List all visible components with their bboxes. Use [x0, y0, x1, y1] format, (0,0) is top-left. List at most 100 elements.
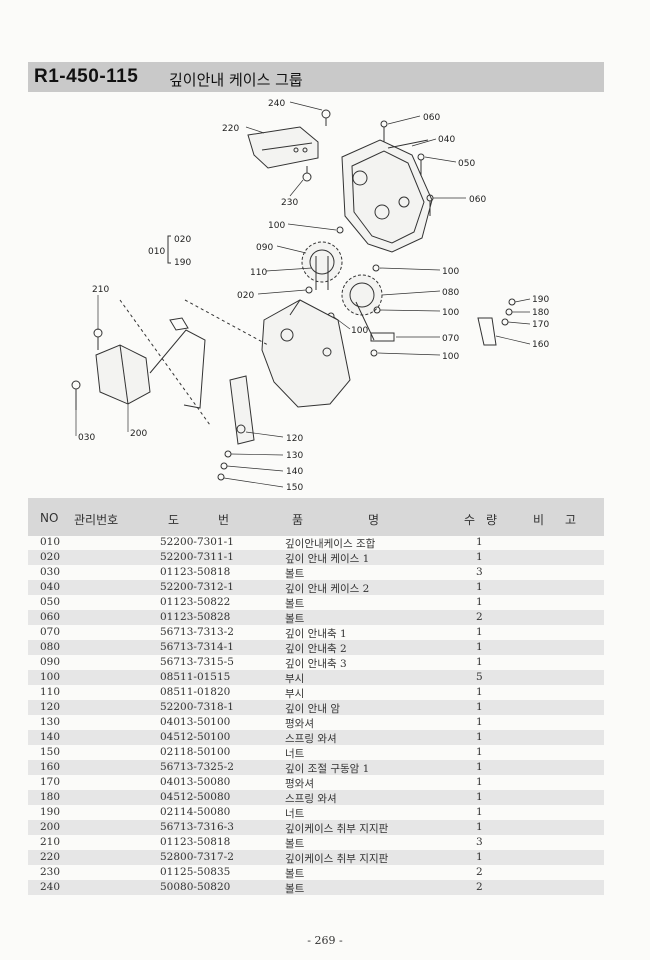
cell-part-number: 56713-7325-2	[160, 761, 234, 773]
cell-no: 240	[40, 881, 61, 893]
header-qty-1: 수	[464, 513, 476, 527]
callout-220: 220	[222, 124, 239, 134]
callout-010: 010	[148, 247, 165, 257]
cell-quantity: 2	[476, 881, 483, 893]
cell-part-name: 깊이 안내축 2	[285, 643, 347, 655]
cell-quantity: 1	[476, 851, 483, 863]
callout-060-top: 060	[423, 113, 440, 123]
cell-no: 050	[40, 596, 61, 608]
cell-part-number: 04013-50080	[160, 776, 231, 788]
cell-part-name: 깊이 안내 케이스 1	[285, 553, 370, 565]
callout-210: 210	[92, 285, 109, 295]
cell-quantity: 2	[476, 611, 483, 623]
cell-quantity: 3	[476, 566, 483, 578]
cell-quantity: 1	[476, 761, 483, 773]
cell-quantity: 1	[476, 656, 483, 668]
cell-part-name: 볼트	[285, 568, 305, 580]
callout-240: 240	[268, 99, 285, 109]
cell-part-number: 08511-01820	[160, 686, 231, 698]
cell-no: 110	[40, 686, 61, 698]
callout-090: 090	[256, 243, 273, 253]
cell-part-number: 04512-50080	[160, 791, 231, 803]
callout-100-e: 100	[442, 352, 459, 362]
callout-080: 080	[442, 288, 459, 298]
cell-part-number: 01125-50835	[160, 866, 231, 878]
callout-100-c: 100	[442, 308, 459, 318]
leader-lines	[75, 101, 531, 488]
cell-no: 230	[40, 866, 61, 878]
cell-part-name: 볼트	[285, 838, 305, 850]
cell-part-name: 볼트	[285, 883, 305, 895]
header-no: NO	[40, 511, 59, 525]
cell-no: 190	[40, 806, 61, 818]
header-remark-1: 비	[533, 513, 545, 527]
cell-part-number: 02118-50100	[160, 746, 231, 758]
cell-no: 210	[40, 836, 61, 848]
cell-part-name: 깊이 안내축 3	[285, 658, 347, 670]
callout-100-b: 100	[442, 267, 459, 277]
cell-part-name: 깊이 안내 케이스 2	[285, 583, 370, 595]
cell-no: 200	[40, 821, 61, 833]
cell-quantity: 5	[476, 671, 483, 683]
cell-no: 060	[40, 611, 61, 623]
callout-190-range-end: 190	[174, 258, 191, 268]
header-drawing-1: 도	[168, 513, 180, 527]
table-row: 090 56713-7315-5 깊이 안내축 3 1	[28, 655, 604, 670]
cell-quantity: 3	[476, 836, 483, 848]
callout-170: 170	[532, 320, 549, 330]
cell-quantity: 1	[476, 821, 483, 833]
cell-quantity: 1	[476, 596, 483, 608]
cell-part-number: 56713-7313-2	[160, 626, 234, 638]
cell-part-number: 56713-7315-5	[160, 656, 234, 668]
exploded-parts-diagram: 240 060 220 040 050 230 060 100 020 190 …	[71, 99, 549, 493]
callout-070: 070	[442, 334, 459, 344]
cell-part-number: 52200-7301-1	[160, 536, 234, 548]
cell-no: 140	[40, 731, 61, 743]
cell-part-number: 52200-7318-1	[160, 701, 234, 713]
group-code: R1-450-115	[34, 66, 139, 87]
cell-part-name: 부시	[285, 673, 305, 685]
header-remark-2: 고	[565, 513, 577, 527]
cell-part-name: 깊이케이스 취부 지지판	[285, 853, 389, 865]
cell-part-number: 04512-50100	[160, 731, 231, 743]
cell-no: 090	[40, 656, 61, 668]
cell-no: 020	[40, 551, 61, 563]
cell-no: 160	[40, 761, 61, 773]
callout-200: 200	[130, 429, 147, 439]
callout-020-range-start: 020	[174, 235, 191, 245]
cell-no: 220	[40, 851, 61, 863]
callout-100-d: 100	[351, 326, 368, 336]
cell-quantity: 1	[476, 551, 483, 563]
cell-part-name: 너트	[285, 748, 305, 760]
callout-050: 050	[458, 159, 475, 169]
table-row: 060 01123-50828 볼트 2	[28, 610, 604, 625]
cell-no: 080	[40, 641, 61, 653]
cell-no: 170	[40, 776, 61, 788]
callout-100-a: 100	[268, 221, 285, 231]
cell-part-number: 01123-50828	[160, 611, 231, 623]
cell-part-name: 볼트	[285, 613, 305, 625]
cell-quantity: 1	[476, 626, 483, 638]
header-bar	[28, 62, 604, 92]
callout-150: 150	[286, 483, 303, 493]
cell-part-name: 깊이 안내축 1	[285, 628, 347, 640]
cell-quantity: 1	[476, 686, 483, 698]
callout-190: 190	[532, 295, 549, 305]
cell-part-name: 볼트	[285, 868, 305, 880]
header-drawing-2: 번	[218, 513, 230, 527]
cell-part-name: 볼트	[285, 598, 305, 610]
callout-060-right: 060	[469, 195, 486, 205]
header-qty-2: 량	[486, 513, 498, 527]
cell-part-name: 스프링 와셔	[285, 733, 337, 745]
